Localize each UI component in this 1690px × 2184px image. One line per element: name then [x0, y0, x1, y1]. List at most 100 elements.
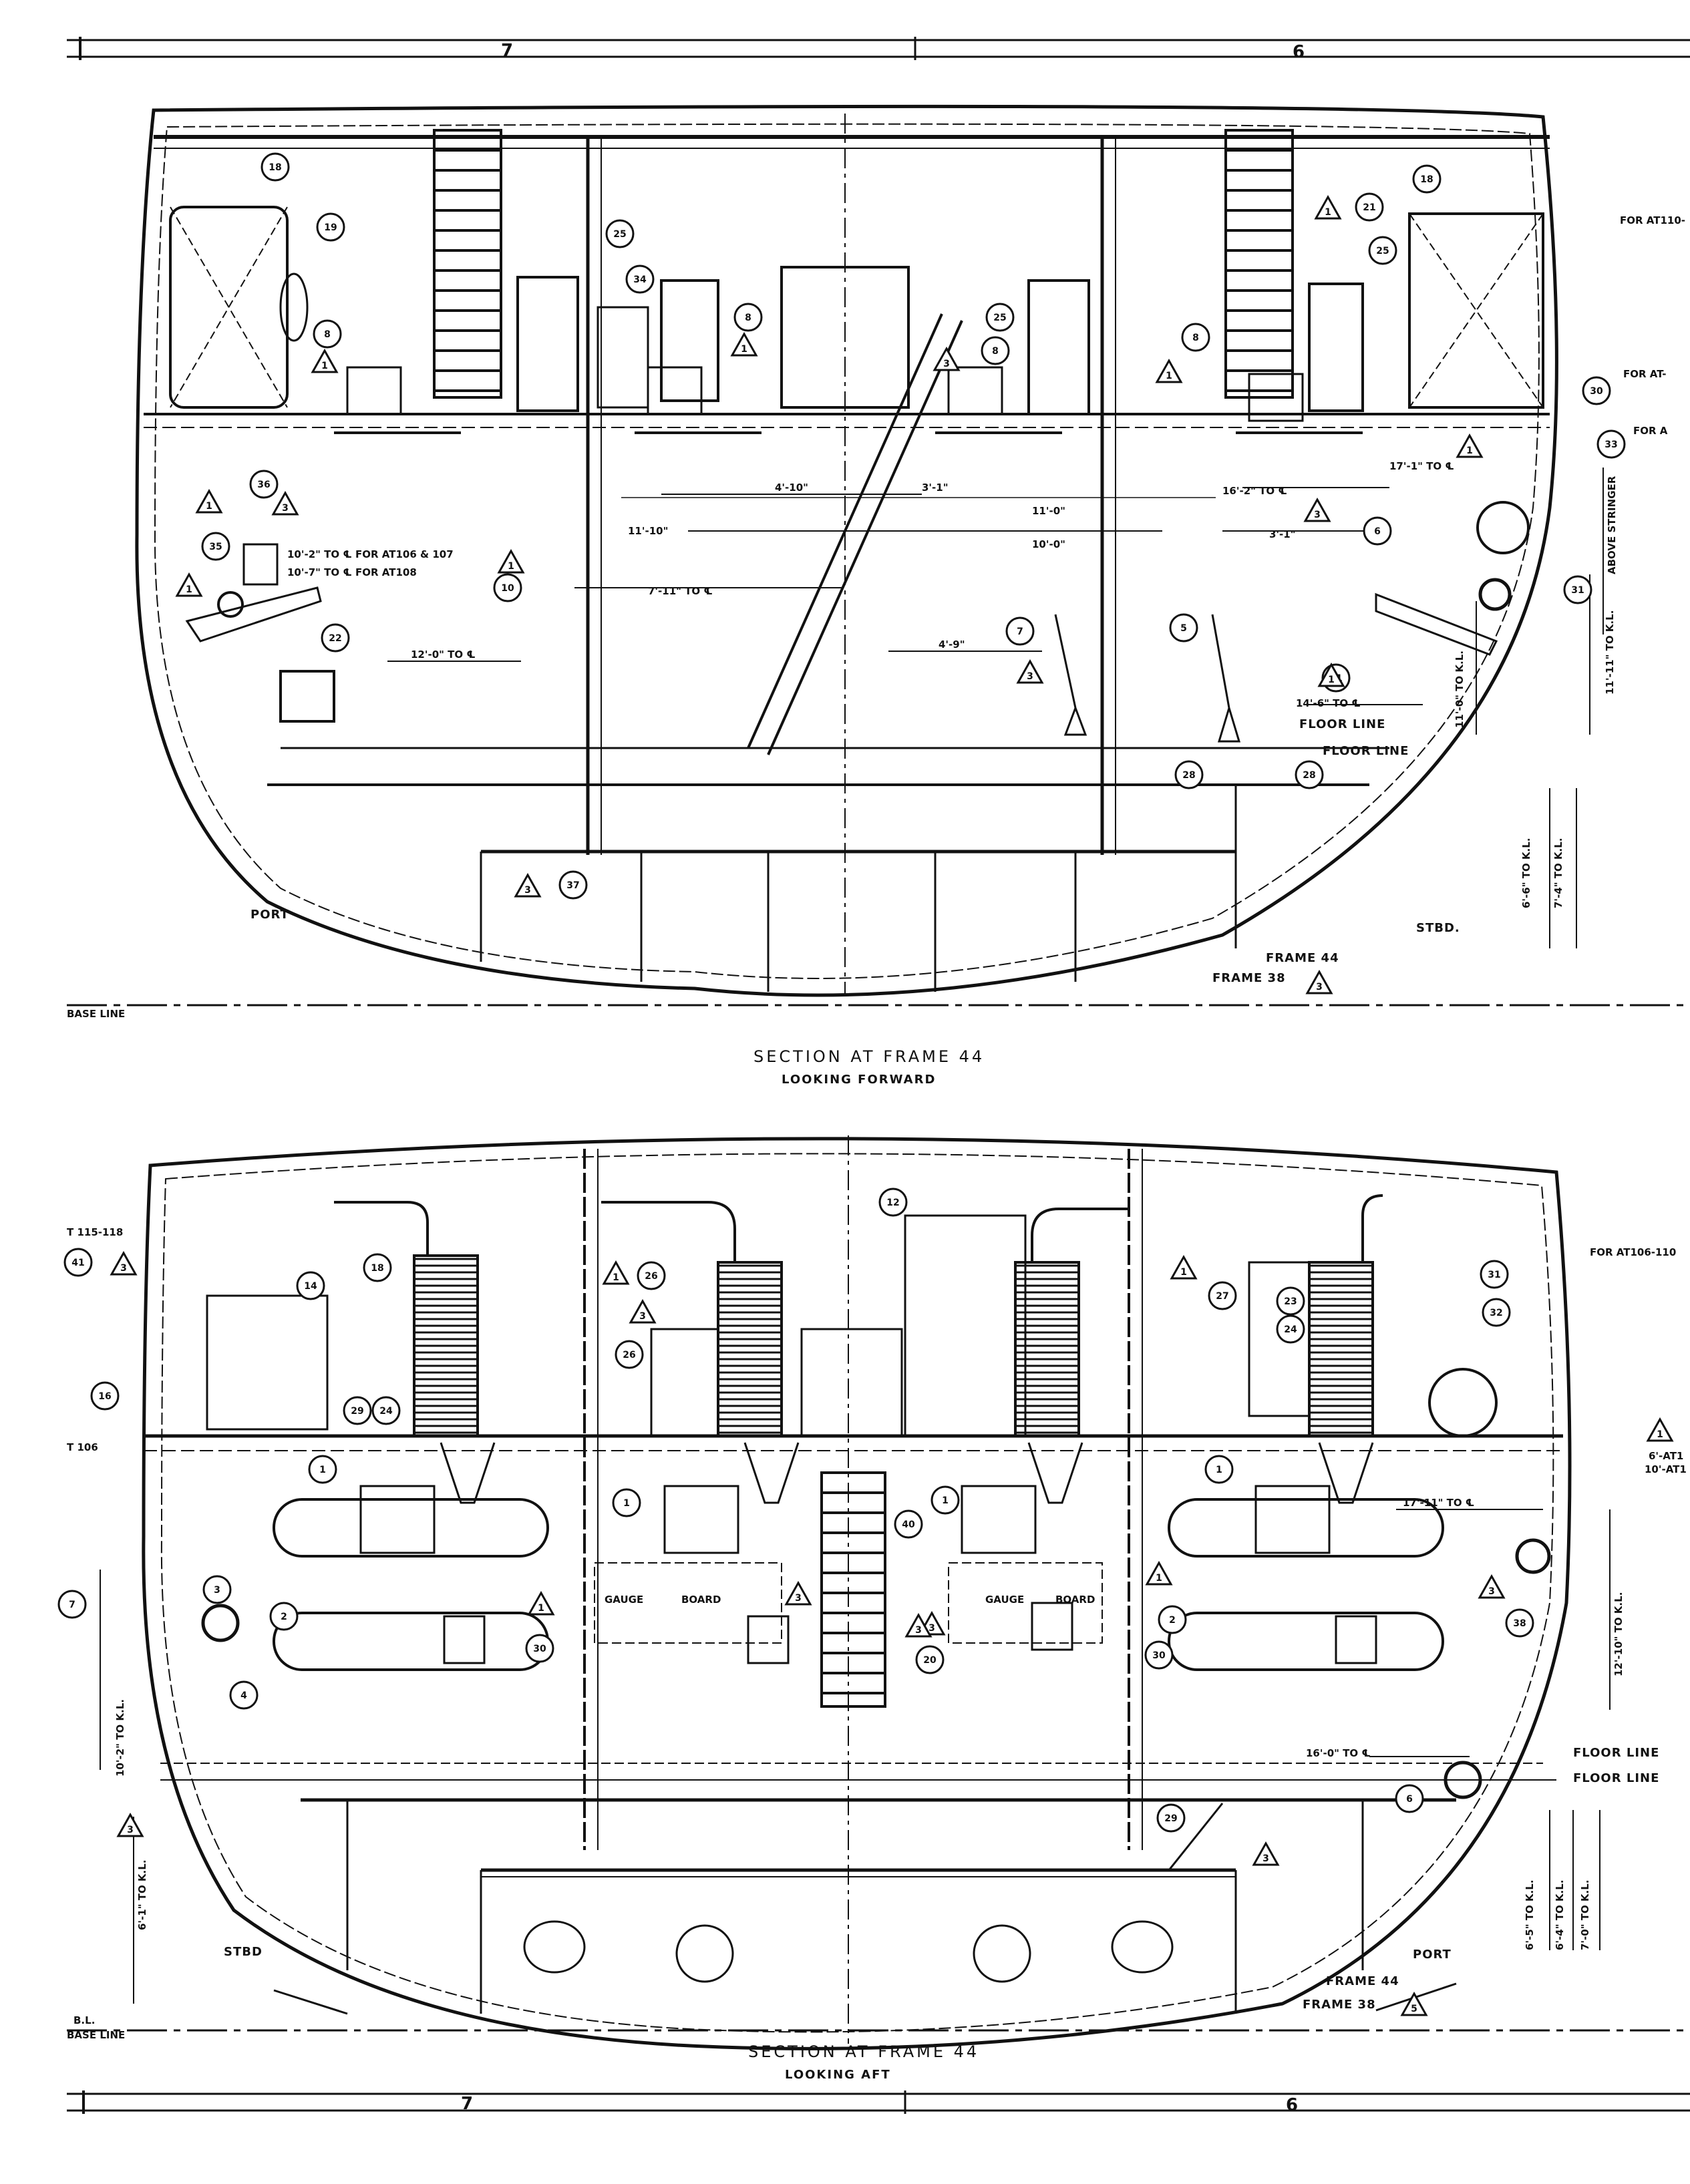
upper-frame-label: FRAME 44 — [1266, 951, 1339, 965]
callout: 18 — [1420, 174, 1433, 185]
revision-mark: 1 — [613, 1272, 619, 1283]
lower-port-label: PORT — [1413, 1948, 1452, 1962]
callout: 8 — [1192, 333, 1199, 343]
upper-hull-outline — [135, 104, 1558, 997]
callout: 30 — [1152, 1650, 1166, 1661]
revision-mark: 1 — [1466, 445, 1473, 456]
lower-vdim: 6'-4" TO K.L. — [1554, 1879, 1566, 1950]
upper-note: FOR A — [1633, 425, 1668, 437]
callout: 23 — [1284, 1296, 1297, 1307]
callout: 26 — [645, 1271, 657, 1282]
lower-dim: 16'-0" TO ℄ — [1306, 1747, 1371, 1759]
revision-mark: 3 — [127, 1825, 134, 1835]
revision-mark: 1 — [1325, 207, 1331, 218]
callout: 18 — [269, 162, 281, 173]
upper-dim: 4'-9" — [939, 639, 965, 651]
callout: 3 — [214, 1585, 220, 1596]
callout: 30 — [1590, 386, 1603, 397]
upper-dim: 3'-1" — [922, 482, 949, 494]
callout: 19 — [324, 222, 337, 233]
upper-ladder-port — [433, 129, 502, 399]
lower-ladder — [820, 1471, 886, 1708]
callout: 30 — [533, 1644, 546, 1654]
lower-dim: 17'-11" TO ℄ — [1403, 1497, 1474, 1509]
callout: 40 — [902, 1519, 915, 1530]
lower-base-line: BASE LINE — [67, 2029, 125, 2041]
upper-revision-numbers: 1 1 1 3 1 1 3 1 1 3 1 1 3 3 3 — [186, 207, 1473, 992]
revision-mark: 5 — [1411, 2004, 1417, 2014]
top-zone-strip: 7 6 — [67, 37, 1690, 62]
upper-callout-numbers: 18 19 8 25 34 8 25 8 8 21 25 18 36 35 10… — [209, 162, 1617, 891]
revision-mark: 3 — [915, 1625, 922, 1636]
callout: 12 — [886, 1198, 899, 1208]
gauge-board-label: BOARD — [681, 1594, 721, 1606]
lower-coil — [717, 1261, 783, 1437]
lower-note: 6'-AT1 — [1649, 1450, 1683, 1462]
upper-dim: 11'-10" — [628, 525, 668, 537]
upper-floor-line: FLOOR LINE — [1323, 744, 1409, 758]
lower-floor-line: FLOOR LINE — [1573, 1746, 1659, 1760]
lower-revision-numbers: 3 1 3 1 1 3 1 3 3 3 1 3 3 5 — [120, 1263, 1663, 2014]
upper-dim: 11'-0" — [1032, 505, 1065, 517]
upper-dim: 10'-2" TO ℄ FOR AT106 & 107 — [287, 548, 454, 560]
revision-mark: 3 — [1488, 1586, 1495, 1597]
callout: 29 — [351, 1406, 363, 1417]
lower-vdim: 10'-2" TO K.L. — [114, 1699, 126, 1777]
upper-port-label: PORT — [250, 908, 289, 922]
upper-base-line: BASE LINE — [67, 1008, 125, 1020]
callout: 10 — [501, 583, 514, 594]
callout: 38 — [1513, 1618, 1526, 1629]
upper-dim: 4'-10" — [775, 482, 808, 494]
callout: 6 — [1406, 1794, 1413, 1805]
lower-section-subtitle: LOOKING AFT — [785, 2068, 891, 2082]
callout: 22 — [329, 633, 341, 644]
revision-mark: 1 — [321, 361, 328, 371]
lower-floor-line: FLOOR LINE — [1573, 1771, 1659, 1785]
callout: 31 — [1488, 1270, 1500, 1280]
upper-dim: 10'-7" TO ℄ FOR AT108 — [287, 566, 417, 578]
upper-vdim: 11'-11" TO K.L. — [1604, 610, 1616, 695]
callout: 29 — [1164, 1813, 1177, 1824]
upper-hull-inner — [154, 123, 1540, 979]
callout: 35 — [209, 542, 222, 552]
upper-labels: 4'-10" 3'-1" 11'-0" 10'-0" 11'-10" 16'-2… — [67, 214, 1685, 1087]
upper-vdim: ABOVE STRINGER — [1606, 476, 1618, 574]
callout: 1 — [319, 1465, 326, 1475]
revision-mark: 1 — [1166, 371, 1172, 381]
gauge-board-label: GAUGE — [605, 1594, 643, 1606]
callout: 21 — [1363, 202, 1375, 213]
callout: 4 — [240, 1690, 247, 1701]
upper-section-subtitle: LOOKING FORWARD — [782, 1073, 936, 1087]
callout: 41 — [71, 1258, 84, 1268]
revision-mark: 3 — [1027, 671, 1033, 682]
revision-mark: 3 — [1316, 982, 1323, 992]
callout: 26 — [623, 1350, 635, 1360]
callout: 5 — [1180, 623, 1187, 634]
revision-mark: 1 — [508, 561, 514, 572]
callout: 7 — [1017, 626, 1023, 637]
upper-vdim: 7'-4" TO K.L. — [1552, 838, 1564, 908]
lower-coil — [1308, 1261, 1374, 1437]
revision-mark: 3 — [1262, 1853, 1269, 1864]
revision-mark: 3 — [943, 359, 950, 369]
upper-dim: 3'-1" — [1269, 528, 1296, 540]
callout: 25 — [993, 313, 1006, 323]
revision-mark: 1 — [1180, 1267, 1187, 1278]
callout: 36 — [257, 480, 270, 490]
lower-callout-numbers: 41 16 14 18 29 24 26 26 12 27 23 24 31 3… — [69, 1198, 1526, 1824]
callout: 28 — [1182, 770, 1195, 781]
zone-number-6-top: 6 — [1293, 42, 1305, 62]
lower-hull-outline — [142, 1137, 1572, 2050]
callout: 8 — [324, 329, 331, 340]
callout: 33 — [1604, 439, 1617, 450]
lower-vdim: 12'-10" TO K.L. — [1613, 1592, 1625, 1676]
lower-note: T 115-118 — [67, 1226, 123, 1238]
lower-vdim: 6'-5" TO K.L. — [1524, 1879, 1536, 1950]
upper-dim: 14'-6" TO ℄ — [1296, 697, 1361, 709]
upper-section-drawing — [67, 104, 1690, 1007]
upper-floor-line: FLOOR LINE — [1299, 717, 1385, 731]
callout: 8 — [992, 346, 999, 357]
callout: 7 — [69, 1600, 75, 1610]
upper-revision-marks — [175, 194, 1484, 994]
